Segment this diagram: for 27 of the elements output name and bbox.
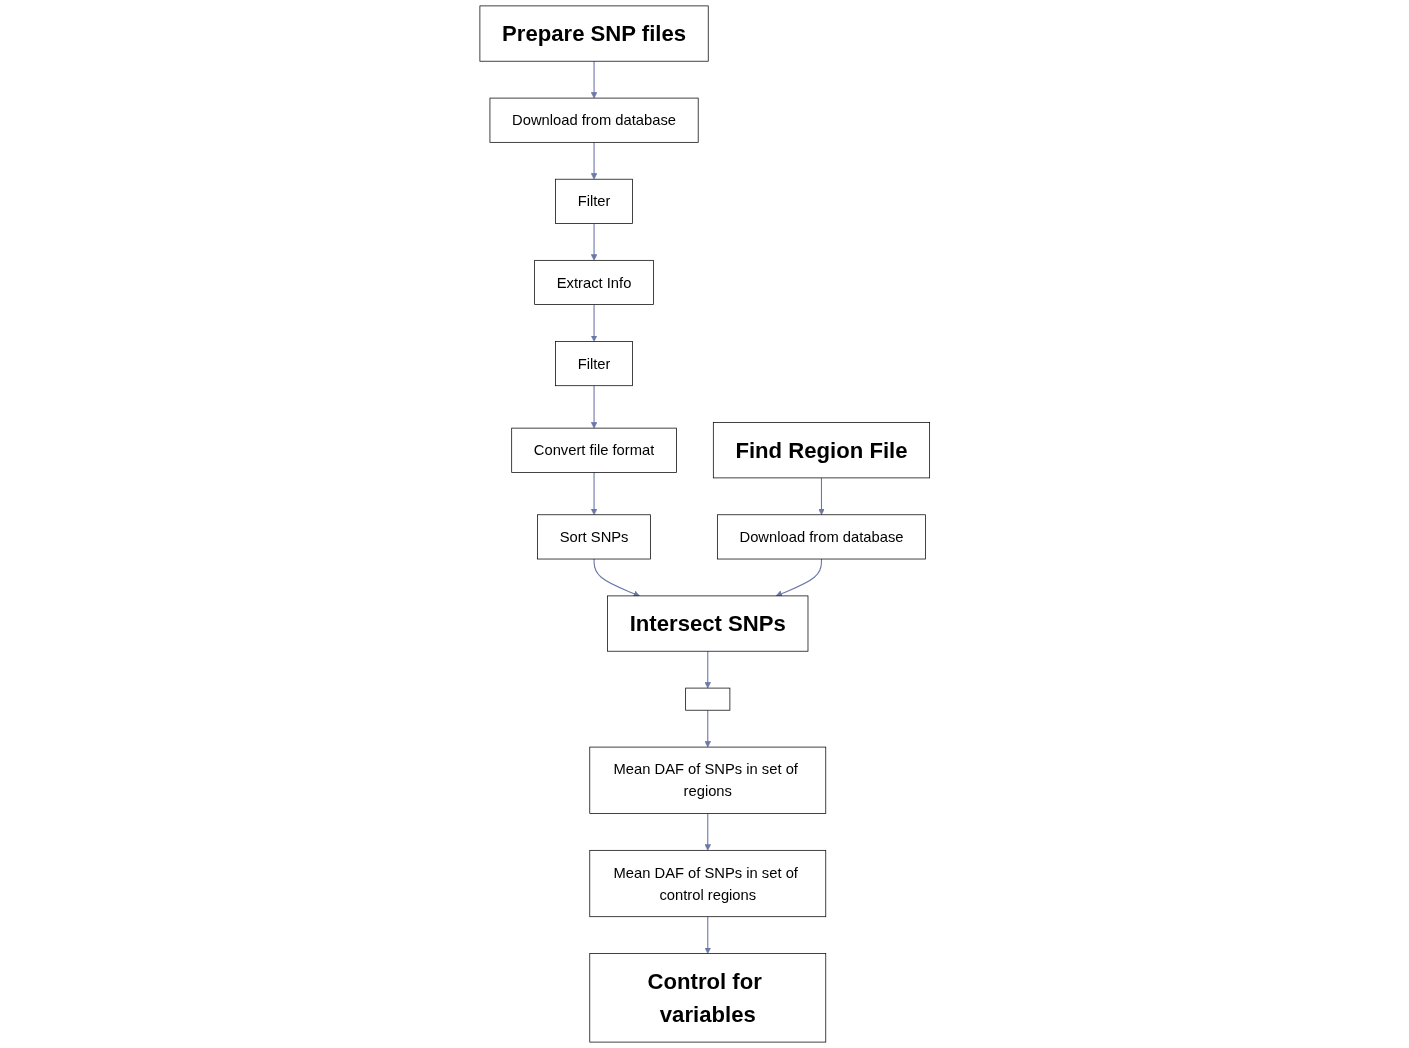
node-box: Mean DAF of SNPs in set of regions bbox=[589, 746, 826, 814]
node-box: Control for variables bbox=[589, 953, 826, 1043]
node-box bbox=[685, 687, 730, 711]
arrow bbox=[590, 304, 598, 342]
node-box: Sort SNPs bbox=[536, 514, 651, 560]
node-box: Find Region File bbox=[712, 422, 930, 479]
node-box: Filter bbox=[554, 178, 633, 224]
arrow bbox=[704, 916, 711, 954]
arrow bbox=[704, 650, 711, 689]
arrow bbox=[593, 558, 640, 597]
node-box: Mean DAF of SNPs in set of control regions bbox=[589, 849, 826, 918]
arrow bbox=[704, 812, 711, 851]
node-box: Prepare SNP files bbox=[479, 5, 709, 62]
node-box: Intersect SNPs bbox=[606, 595, 809, 652]
node-box: Convert file format bbox=[511, 427, 677, 473]
arrow bbox=[590, 141, 598, 180]
arrow bbox=[704, 709, 711, 748]
arrow bbox=[590, 471, 598, 516]
arrow bbox=[775, 558, 822, 597]
arrow bbox=[590, 385, 598, 429]
arrow bbox=[590, 222, 598, 261]
arrow bbox=[590, 60, 598, 99]
node-box: Download from database bbox=[489, 97, 699, 143]
node-box: Filter bbox=[554, 341, 633, 387]
node-box: Extract Info bbox=[534, 259, 654, 305]
arrow bbox=[817, 477, 825, 516]
node-box: Download from database bbox=[716, 514, 926, 560]
